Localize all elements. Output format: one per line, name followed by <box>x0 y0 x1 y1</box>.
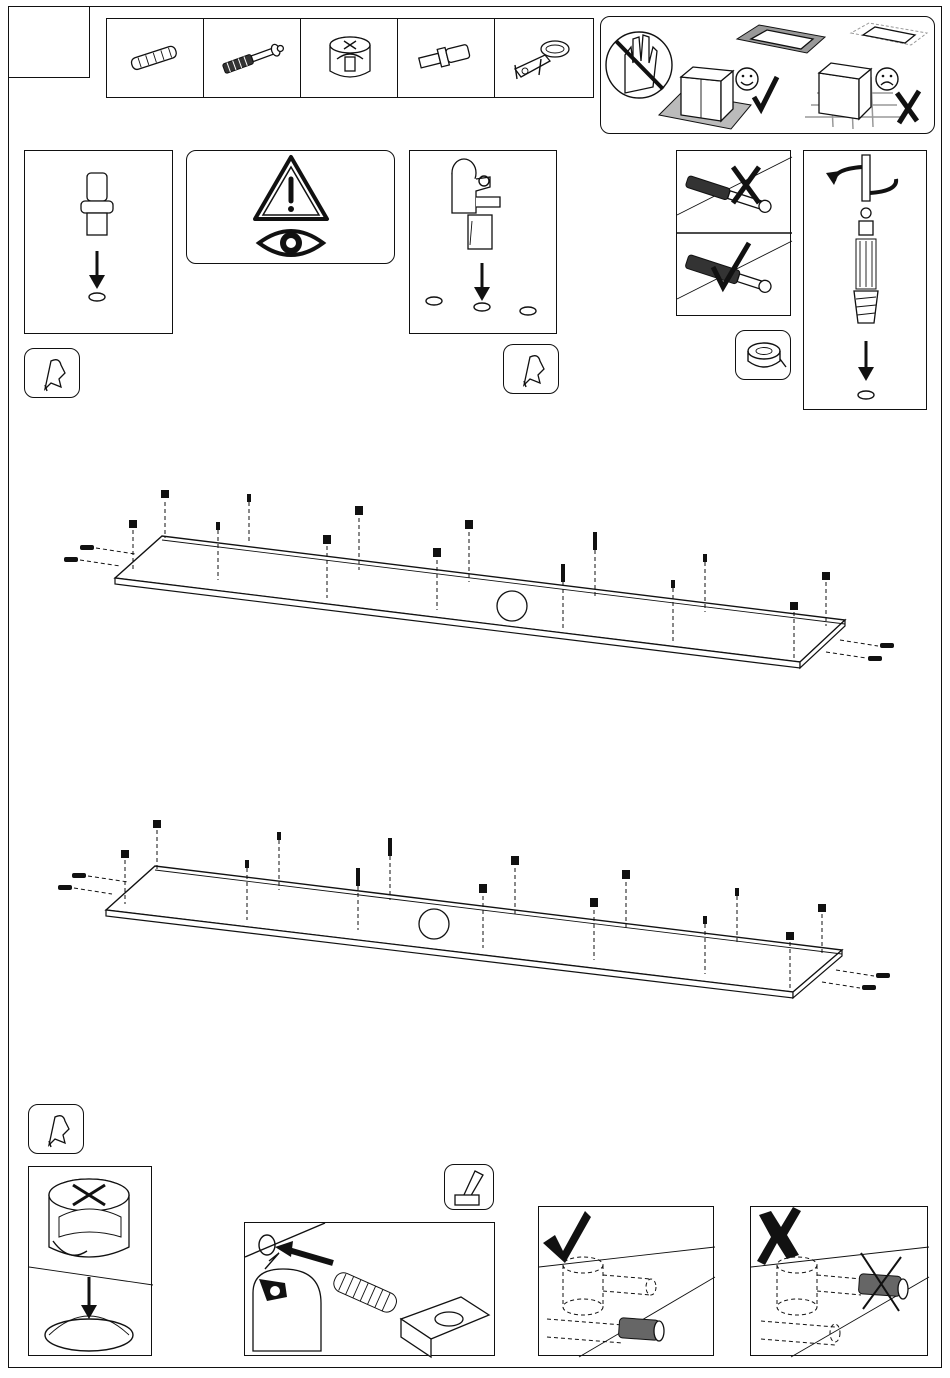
hinge-plate-icon <box>495 19 595 99</box>
screw-in-bolt-box <box>803 150 927 410</box>
glue-icon-box-2 <box>503 344 559 394</box>
hammer-icon <box>445 1165 495 1211</box>
wooden-dowel-icon <box>107 19 205 99</box>
hinge-insert-box <box>409 150 557 334</box>
panel-assembly-top <box>0 480 950 720</box>
glue-drop-icon <box>29 1105 85 1155</box>
correct-dowel-depth-box <box>538 1206 714 1356</box>
hammer-icon-box <box>444 1164 494 1210</box>
safety-goggles-icon <box>253 1253 321 1351</box>
cabinet-on-mat <box>659 25 825 129</box>
glue-drop-icon <box>25 349 81 399</box>
cam-lock-insert-box <box>28 1166 152 1356</box>
tape-icon-box <box>735 330 791 380</box>
warning-panel <box>186 150 395 264</box>
cam-bolt-icon <box>204 19 302 99</box>
no-hand-icon <box>606 32 672 98</box>
eye-icon <box>259 231 323 255</box>
glue-icon-box-1 <box>24 348 80 398</box>
cam-bolt-orientation-box <box>676 150 791 316</box>
shelf-pin-icon <box>398 19 496 99</box>
checkmark-icon <box>543 1211 591 1263</box>
part-cell-hinge-plate <box>494 18 594 98</box>
warning-triangle-icon <box>255 157 327 219</box>
part-cell-dowel <box>106 18 204 98</box>
wrong-dowel-depth-box <box>750 1206 928 1356</box>
frown-icon <box>876 68 898 90</box>
shelf-pin-insert-box <box>24 150 173 334</box>
parts-strip <box>106 18 594 98</box>
cam-lock-icon <box>301 19 399 99</box>
part-cell-shelf-pin <box>397 18 495 98</box>
x-mark-icon <box>757 1207 801 1265</box>
floor-protection-panel <box>600 16 935 134</box>
x-mark-icon <box>897 91 919 123</box>
panel-assembly-bottom <box>0 810 950 1030</box>
glue-drop-icon <box>504 345 560 395</box>
tape-roll-icon <box>736 331 792 381</box>
glue-icon-box-3 <box>28 1104 84 1154</box>
smiley-icon <box>736 68 758 90</box>
dowel-insert-box <box>244 1222 495 1356</box>
step-number-box <box>8 6 90 78</box>
part-cell-cam-bolt <box>203 18 301 98</box>
part-cell-cam-lock <box>300 18 398 98</box>
